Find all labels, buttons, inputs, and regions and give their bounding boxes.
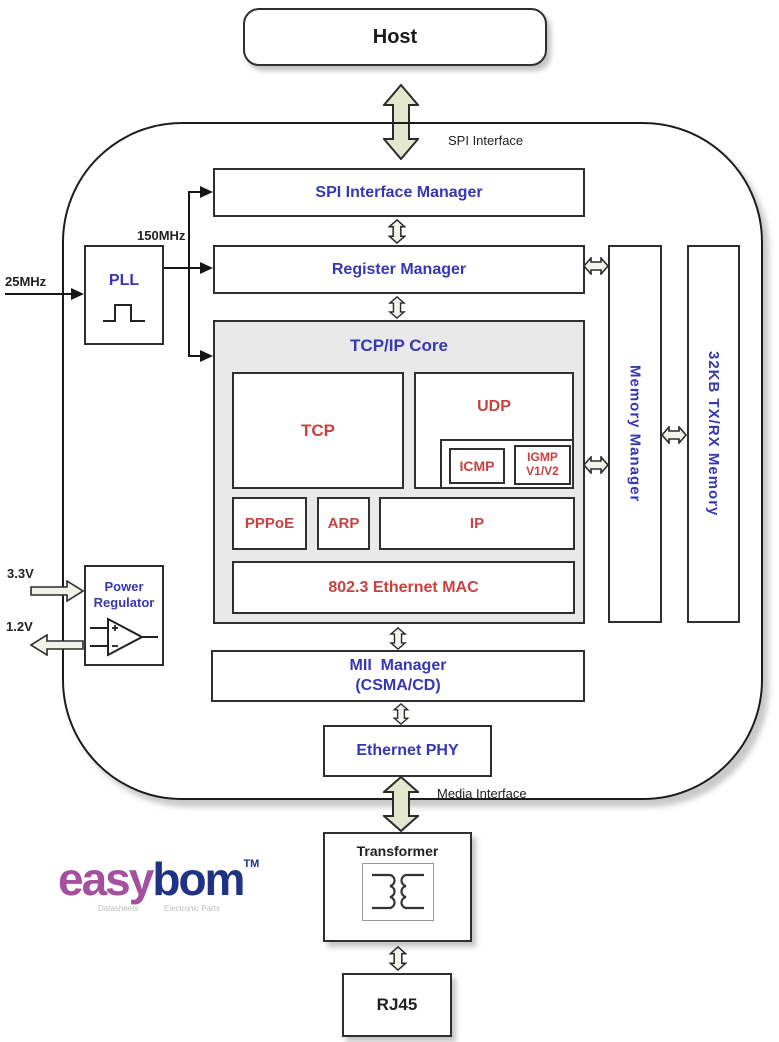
tcp-box: TCP (232, 372, 404, 489)
pulse-waveform-icon (101, 300, 147, 326)
host-label: Host (372, 25, 418, 48)
pll-label: PLL (108, 272, 140, 289)
udp-box: UDP ICMP IGMP V1/V2 (414, 372, 574, 489)
bus-arrow-icon (388, 296, 406, 319)
ethernet-phy-box: Ethernet PHY (323, 725, 492, 777)
clock-branch-mid-line (188, 267, 201, 269)
spi-manager-label: SPI Interface Manager (315, 183, 483, 201)
register-manager-box: Register Manager (213, 245, 585, 294)
igmp-label-line2: V1/V2 (526, 464, 559, 478)
power-vin-label: 3.3V (7, 566, 34, 581)
arp-box: ARP (317, 497, 370, 550)
mii-manager-label-line2: (CSMA/CD) (355, 677, 441, 694)
clock-derived-label: 150MHz (137, 228, 186, 243)
tcp-label: TCP (301, 420, 335, 440)
icmp-label: ICMP (459, 458, 495, 474)
logo-tm: TM (243, 858, 260, 870)
chip-boundary (62, 122, 763, 800)
udp-label: UDP (477, 398, 511, 415)
ip-label: IP (469, 515, 485, 532)
clock-input-arrowhead-icon (71, 288, 84, 300)
memory-manager-label: Memory Manager (626, 365, 644, 503)
spi-interface-label: SPI Interface (448, 133, 524, 148)
tcpip-core-label: TCP/IP Core (350, 336, 448, 355)
power-vout-label: 1.2V (6, 619, 33, 634)
arp-label: ARP (327, 515, 360, 532)
clock-input-label: 25MHz (5, 274, 47, 289)
opamp-icon (88, 616, 160, 658)
ip-box: IP (379, 497, 575, 550)
media-bus-arrow-icon (383, 776, 419, 832)
ethernet-phy-label: Ethernet PHY (356, 742, 459, 759)
clock-branch-bottom-line (188, 355, 201, 357)
mii-manager-box: MII Manager (CSMA/CD) (211, 650, 585, 702)
logo-text-easy: easy (58, 853, 154, 905)
logo-tagline2: Electronic Parts (164, 904, 221, 913)
tcpip-core-box: TCP/IP Core TCP UDP ICMP IGMP V1/V2 PPPo… (213, 320, 585, 624)
rj45-box: RJ45 (342, 973, 452, 1037)
transformer-coil-icon (361, 863, 434, 921)
memory-manager-box: Memory Manager (608, 245, 662, 623)
bus-arrow-icon (389, 627, 407, 650)
host-box: Host (243, 8, 547, 66)
power-regulator-label-line2: Regulator (93, 594, 155, 610)
txrx-memory-box: 32KB TX/RX Memory (687, 245, 740, 623)
power-regulator-box: Power Regulator (84, 565, 164, 666)
clock-branch-top-arrowhead-icon (200, 186, 213, 198)
register-manager-label: Register Manager (331, 260, 467, 278)
ethernet-mac-label: 802.3 Ethernet MAC (328, 578, 479, 596)
pppoe-label: PPPoE (244, 515, 295, 532)
bus-arrow-icon (388, 219, 406, 244)
power-regulator-label-line1: Power (104, 578, 144, 594)
rj45-label: RJ45 (376, 995, 418, 1014)
pll-output-line (164, 267, 190, 269)
spi-manager-box: SPI Interface Manager (213, 168, 585, 217)
txrx-memory-label: 32KB TX/RX Memory (705, 351, 722, 517)
transformer-label: Transformer (356, 843, 439, 859)
bus-arrow-icon (389, 946, 407, 971)
bus-arrow-icon (583, 257, 609, 275)
logo-tagline1: Datasheets (98, 904, 139, 913)
power-vout-arrow-icon (30, 634, 84, 656)
logo-text-bom: bom (152, 853, 245, 905)
udp-subregion: ICMP IGMP V1/V2 (440, 439, 572, 487)
clock-branch-top-line (188, 191, 201, 193)
ethernet-mac-box: 802.3 Ethernet MAC (232, 561, 575, 614)
pppoe-box: PPPoE (232, 497, 307, 550)
bus-arrow-icon (392, 703, 410, 725)
media-interface-label: Media Interface (437, 786, 527, 801)
igmp-box: IGMP V1/V2 (514, 445, 571, 485)
transformer-box: Transformer (323, 832, 472, 942)
icmp-box: ICMP (449, 448, 505, 484)
igmp-label-line1: IGMP (527, 450, 558, 465)
easybom-logo: easybomTM Datasheets Electronic Parts (58, 856, 273, 926)
clock-input-line (5, 293, 72, 295)
mii-manager-label-line1: MII Manager (349, 657, 447, 674)
power-vin-arrow-icon (30, 580, 84, 602)
pll-box: PLL (84, 245, 164, 345)
clock-branch-mid-arrowhead-icon (200, 262, 213, 274)
bus-arrow-icon (583, 456, 609, 474)
clock-trunk-line (188, 191, 190, 357)
clock-branch-bottom-arrowhead-icon (200, 350, 213, 362)
bus-arrow-icon (661, 426, 687, 444)
